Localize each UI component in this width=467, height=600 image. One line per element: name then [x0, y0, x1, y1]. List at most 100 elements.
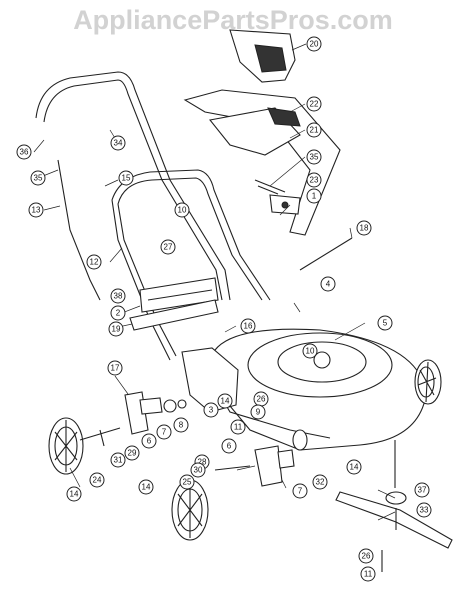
svg-text:9: 9: [256, 408, 261, 417]
svg-text:17: 17: [111, 364, 120, 373]
svg-text:15: 15: [122, 174, 131, 183]
part-5-deck: [214, 328, 426, 451]
svg-text:33: 33: [420, 506, 429, 515]
callout-14b: 14: [66, 486, 82, 502]
svg-text:1: 1: [312, 192, 317, 201]
callout-10a: 10: [174, 202, 190, 218]
callout-33: 33: [416, 502, 432, 518]
callout-3: 3: [203, 402, 219, 418]
svg-text:14: 14: [350, 463, 359, 472]
part-21-deflector: [208, 107, 301, 156]
svg-text:20: 20: [310, 40, 319, 49]
svg-text:36: 36: [20, 148, 29, 157]
svg-text:25: 25: [183, 478, 192, 487]
handle-assembly: [35, 71, 271, 361]
part-25-wheel: [171, 479, 209, 541]
callout-20: 20: [306, 36, 322, 52]
svg-text:29: 29: [128, 449, 137, 458]
svg-text:11: 11: [364, 570, 373, 579]
callout-23: 23: [306, 172, 322, 188]
callout-29: 29: [124, 445, 140, 461]
part-19-rod-cover: [129, 299, 219, 331]
svg-text:28: 28: [198, 458, 207, 467]
svg-text:26: 26: [362, 552, 371, 561]
callout-32: 32: [312, 474, 328, 490]
svg-text:2: 2: [116, 309, 121, 318]
callout-14a: 14: [217, 393, 233, 409]
svg-text:14: 14: [221, 397, 230, 406]
svg-text:16: 16: [244, 322, 253, 331]
svg-text:38: 38: [114, 292, 123, 301]
svg-text:30: 30: [194, 466, 203, 475]
part-33-blade: [335, 440, 453, 549]
callout-6a: 6: [141, 433, 157, 449]
callout-11b: 11: [360, 566, 376, 582]
svg-text:10: 10: [178, 206, 187, 215]
callout-14d: 14: [346, 459, 362, 475]
svg-text:11: 11: [234, 423, 243, 432]
wheel-rear-right: [414, 359, 442, 405]
callout-8: 8: [173, 417, 189, 433]
callout-37: 37: [414, 482, 430, 498]
callout-38: 38: [110, 288, 126, 304]
part-18-rod: [299, 237, 353, 271]
svg-text:24: 24: [93, 476, 102, 485]
svg-text:32: 32: [316, 478, 325, 487]
callout-26b: 26: [358, 548, 374, 564]
callout-7a: 7: [156, 424, 172, 440]
svg-text:14: 14: [142, 483, 151, 492]
svg-text:12: 12: [90, 258, 99, 267]
callout-27: 27: [160, 239, 176, 255]
svg-text:21: 21: [310, 126, 319, 135]
callout-5: 5: [377, 315, 393, 331]
callout-22: 22: [306, 96, 322, 112]
callout-24: 24: [89, 472, 105, 488]
callout-11a: 11: [230, 419, 246, 435]
svg-text:6: 6: [147, 437, 152, 446]
part-35-spring: [254, 179, 286, 195]
callout-6b: 6: [221, 438, 237, 454]
callout-35b: 35: [30, 170, 46, 186]
callout-19: 19: [108, 321, 124, 337]
svg-text:35: 35: [34, 174, 43, 183]
callout-34: 34: [110, 135, 126, 151]
callout-4: 4: [320, 276, 336, 292]
svg-text:7: 7: [298, 487, 303, 496]
callout-15: 15: [118, 170, 134, 186]
callout-21: 21: [306, 122, 322, 138]
svg-text:35: 35: [310, 153, 319, 162]
part-24-wheel: [48, 417, 84, 475]
svg-text:37: 37: [418, 486, 427, 495]
callout-18: 18: [356, 220, 372, 236]
svg-text:8: 8: [179, 421, 184, 430]
callout-35a: 35: [306, 149, 322, 165]
callout-16: 16: [240, 318, 256, 334]
svg-text:14: 14: [70, 490, 79, 499]
callout-17: 17: [107, 360, 123, 376]
callout-31: 31: [110, 452, 126, 468]
svg-text:6: 6: [227, 442, 232, 451]
axle-bracket-right: [214, 429, 308, 487]
callout-26a: 26: [253, 391, 269, 407]
svg-text:5: 5: [383, 319, 388, 328]
svg-text:7: 7: [162, 428, 167, 437]
callout-9: 9: [250, 404, 266, 420]
svg-text:22: 22: [310, 100, 319, 109]
svg-text:26: 26: [257, 395, 266, 404]
part-20-chute-cover: [229, 29, 296, 83]
svg-text:23: 23: [310, 176, 319, 185]
part-2-frame-bar: [139, 277, 219, 313]
callout-36: 36: [16, 144, 32, 160]
part-1-bracket: [269, 194, 301, 215]
svg-text:4: 4: [326, 280, 331, 289]
callout-30: 30: [190, 462, 206, 478]
svg-text:18: 18: [360, 224, 369, 233]
svg-text:13: 13: [32, 206, 41, 215]
callout-13: 13: [28, 202, 44, 218]
svg-text:19: 19: [112, 325, 121, 334]
callout-25: 25: [179, 474, 195, 490]
svg-text:3: 3: [209, 406, 214, 415]
axle-bracket-left: [79, 391, 187, 447]
svg-text:27: 27: [164, 243, 173, 252]
